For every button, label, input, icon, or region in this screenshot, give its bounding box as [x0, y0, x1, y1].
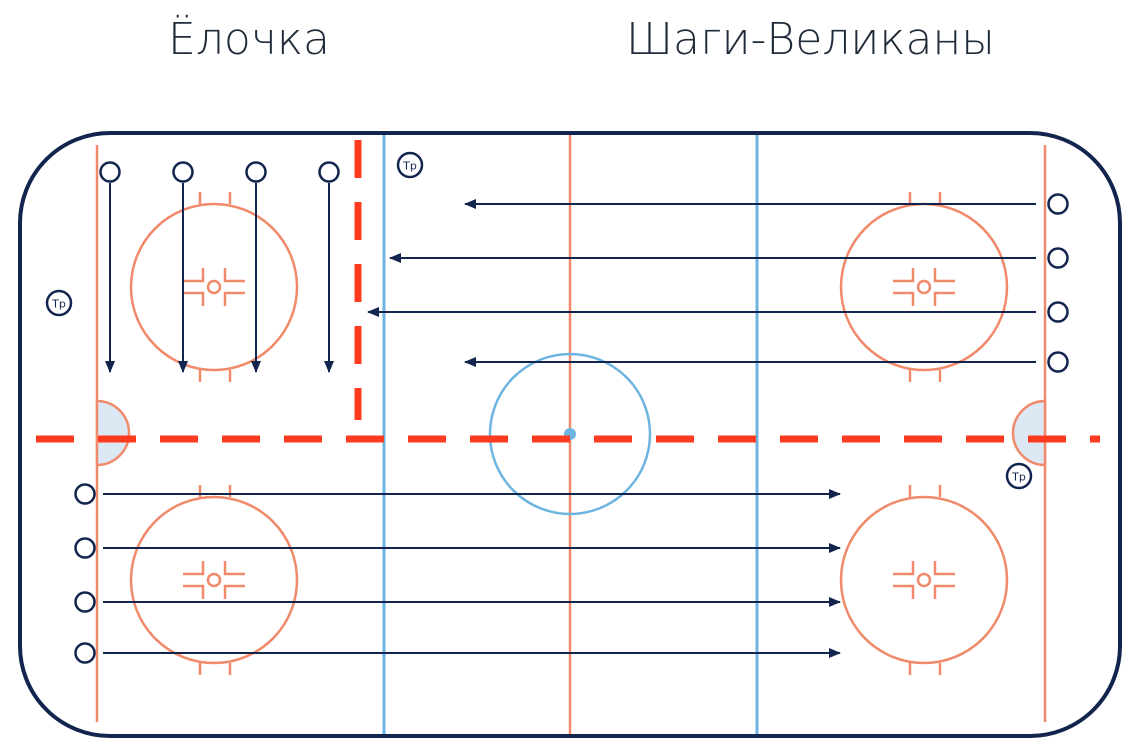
player-marker [1047, 301, 1069, 323]
player-marker [74, 537, 96, 559]
player-marker [172, 161, 194, 183]
player-marker [99, 161, 121, 183]
center-circle [488, 352, 652, 516]
faceoff-circle-top-left [129, 192, 299, 382]
player-marker [74, 483, 96, 505]
faceoff-circle-bottom-right [839, 485, 1009, 675]
coach-marker-left: Тр [45, 289, 73, 317]
coach-label: Тр [51, 298, 66, 311]
coach-label: Тр [402, 160, 417, 173]
player-marker [318, 161, 340, 183]
player-marker [1047, 247, 1069, 269]
drill-title-left: Ёлочка [168, 14, 330, 65]
coach-marker-right: Тр [1005, 462, 1033, 490]
bottom-rightward-drill [74, 483, 841, 664]
goal-crease-left [95, 399, 131, 467]
drill-title-right: Шаги-Великаны [626, 14, 995, 65]
faceoff-circle-bottom-left [129, 485, 299, 675]
player-marker [1047, 193, 1069, 215]
giant-steps-drill [367, 193, 1069, 373]
coach-marker-top: Тр [396, 151, 424, 179]
goal-crease-right [1011, 399, 1047, 467]
player-marker [1047, 351, 1069, 373]
yolochka-drill [99, 161, 340, 373]
coach-label: Тр [1011, 471, 1026, 484]
player-marker [245, 161, 267, 183]
player-marker [74, 591, 96, 613]
player-marker [74, 642, 96, 664]
